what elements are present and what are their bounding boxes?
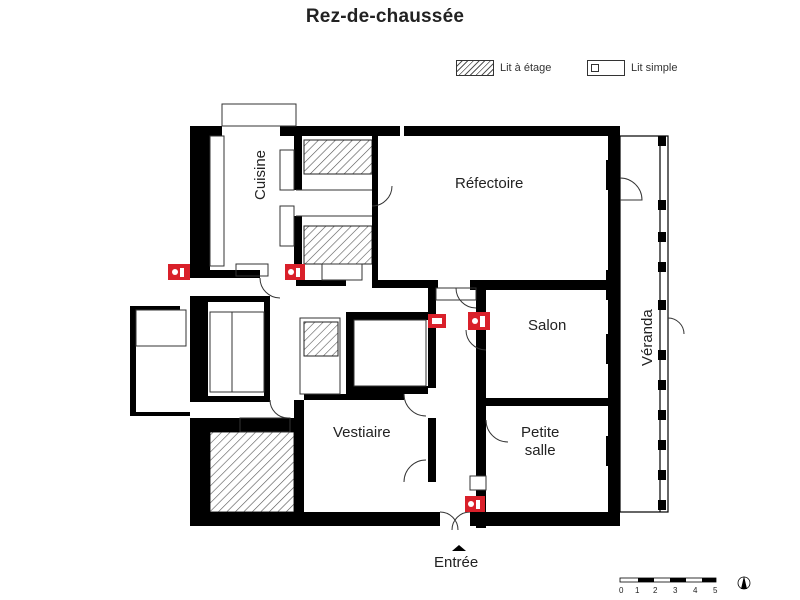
- fire-extinguisher-icon: [168, 264, 190, 280]
- fire-extinguisher-icon: [468, 312, 490, 330]
- entrance-arrow-icon: [452, 545, 466, 551]
- scale-label-3: 3: [673, 586, 678, 595]
- fire-icon-glyphs: [172, 268, 485, 509]
- room-label-veranda: Véranda: [639, 309, 656, 366]
- scale-bar: [619, 577, 717, 583]
- door-swings: [259, 177, 685, 531]
- walls: [130, 126, 620, 528]
- single-bed-swatch: [587, 60, 625, 76]
- room-label-salon: Salon: [528, 317, 567, 334]
- room-label-petite-salle: Petite salle: [521, 424, 560, 459]
- plan-title: Rez-de-chaussée: [305, 6, 465, 27]
- legend-bunk-bed: Lit à étage: [456, 60, 551, 76]
- veranda-posts: [658, 136, 666, 510]
- bunk-bed-area-1: [303, 139, 373, 175]
- scale-label-1: 1: [635, 586, 640, 595]
- legend-single-bed: Lit simple: [587, 60, 677, 76]
- bunk-bed-swatch: [456, 60, 494, 76]
- scale-label-0: 0: [619, 586, 624, 595]
- scale-label-5: 5: [713, 586, 718, 595]
- bunk-bed-area-2: [303, 225, 373, 265]
- legend-bunk-bed-label: Lit à étage: [500, 61, 552, 74]
- north-arrow-icon: [737, 576, 751, 590]
- legend-single-bed-label: Lit simple: [631, 61, 678, 74]
- room-label-entree: Entrée: [434, 554, 479, 571]
- room-label-vestiaire: Vestiaire: [333, 424, 391, 441]
- bunk-bed-area-4: [303, 321, 339, 357]
- interior-details: [135, 103, 477, 433]
- bunk-bed-area-3: [209, 431, 295, 513]
- room-label-refectoire: Réfectoire: [455, 175, 524, 192]
- room-label-cuisine: Cuisine: [252, 149, 269, 200]
- scale-label-2: 2: [653, 586, 658, 595]
- phone-icon: [469, 475, 487, 491]
- scale-label-4: 4: [693, 586, 698, 595]
